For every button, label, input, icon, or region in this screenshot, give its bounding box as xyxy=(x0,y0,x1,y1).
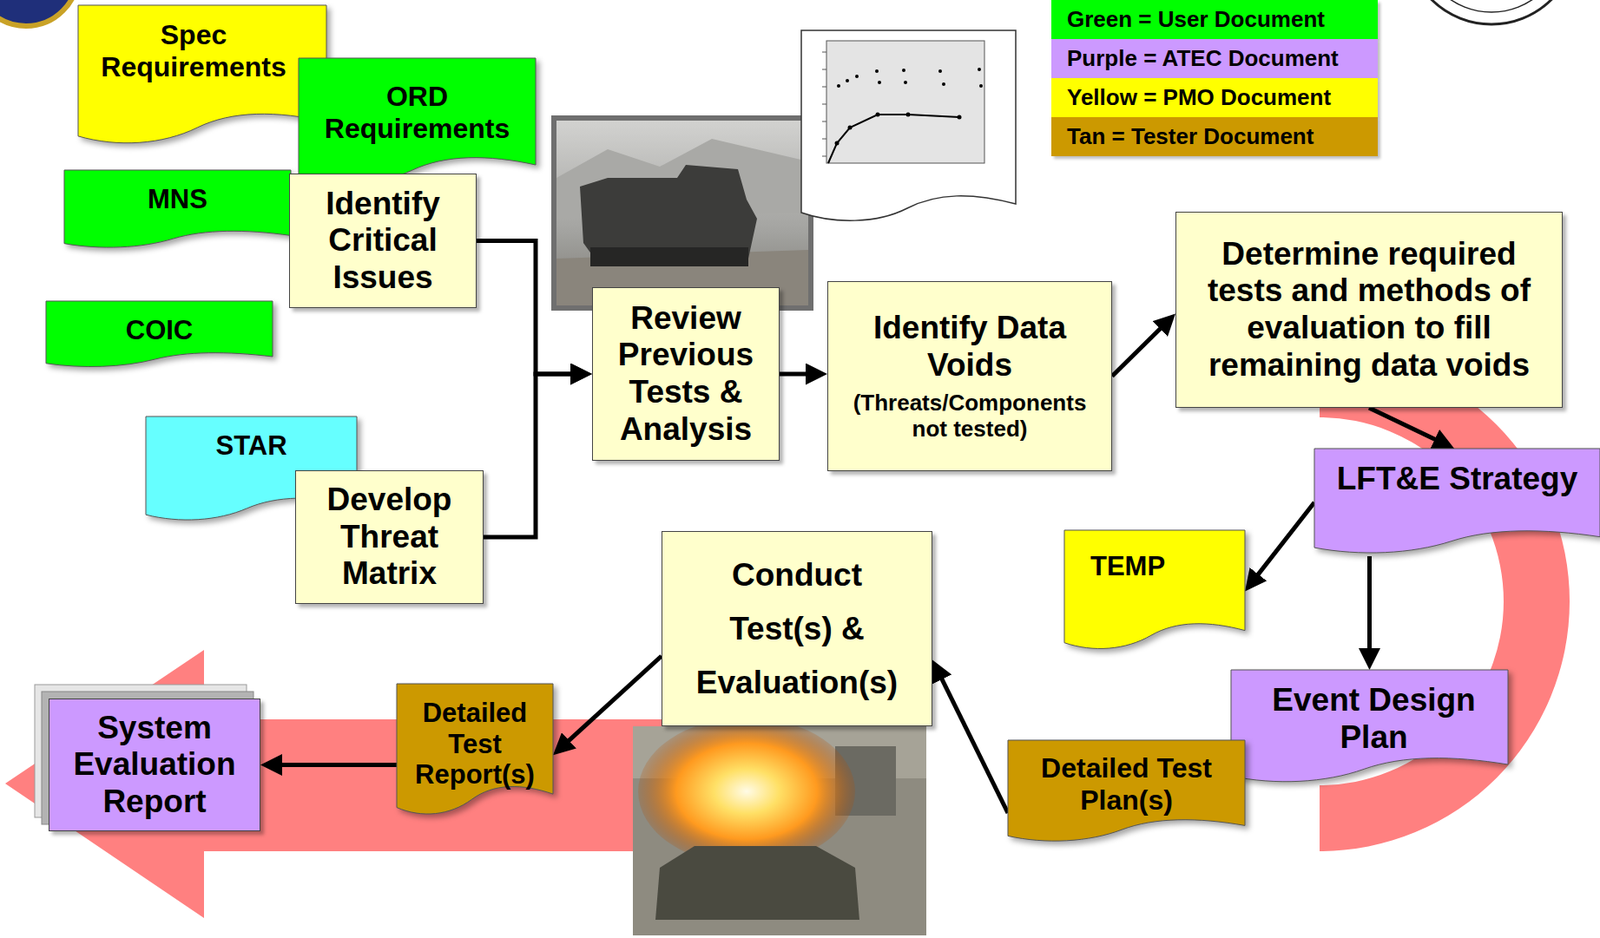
chart-ticks xyxy=(822,52,827,157)
chart-curve xyxy=(828,114,960,164)
document-fill xyxy=(46,301,273,368)
node-label: Identify Critical Issues xyxy=(296,185,470,297)
document-fill xyxy=(298,58,536,185)
legend-text: Tan = Tester Document xyxy=(1066,123,1314,151)
chart-points xyxy=(835,67,984,146)
node-label: STAR xyxy=(164,430,339,462)
document-shape: LFT&E Strategy xyxy=(1314,448,1600,557)
document-fill xyxy=(78,5,327,144)
node-label: Detailed Test Plan(s) xyxy=(1027,752,1227,817)
velocity-chart xyxy=(801,30,1016,221)
cycle-arrow xyxy=(1319,351,1570,852)
document-fill xyxy=(1231,670,1508,783)
process-box: Review Previous Tests & Analysis xyxy=(592,287,780,461)
connector-arrow xyxy=(1367,556,1372,662)
document-fill xyxy=(1314,448,1600,554)
document-fill xyxy=(1007,740,1245,842)
node-label: System Evaluation Report xyxy=(59,710,251,822)
photo-vehicle xyxy=(655,846,860,921)
document-shape: COIC xyxy=(46,301,273,369)
document-shape: Spec Requirements xyxy=(78,5,327,148)
node-label: Identify Data Voids xyxy=(848,309,1092,384)
process-box: Determine required tests and methods of … xyxy=(1175,211,1563,409)
process-box: System Evaluation Report xyxy=(48,698,261,832)
seal-ring xyxy=(1418,0,1565,13)
photo-tracks xyxy=(590,247,749,267)
legend-swatch: Green = User Document xyxy=(1051,0,1378,40)
document-shape: Detailed Test Plan(s) xyxy=(1007,740,1245,845)
process-box: Conduct Test(s) & Evaluation(s) xyxy=(661,531,933,727)
legend-text: Yellow = PMO Document xyxy=(1066,84,1331,112)
connector-arrow xyxy=(1369,408,1447,446)
connector-arrow xyxy=(779,372,819,377)
node-label: MNS xyxy=(91,184,265,216)
document-shape: MNS xyxy=(64,170,291,251)
legend-text: Purple = ATEC Document xyxy=(1066,45,1339,73)
connector-arrow xyxy=(935,667,1008,814)
node-note: (Threats/Components not tested) xyxy=(848,390,1092,443)
connector-arrow xyxy=(559,656,662,750)
document-fill xyxy=(396,684,554,815)
process-box: Identify Critical Issues xyxy=(289,173,477,309)
document-shape: Detailed Test Report(s) xyxy=(396,684,554,819)
photo-fireball xyxy=(638,717,856,866)
node-label: Review Previous Tests & Analysis xyxy=(599,300,773,448)
legend-swatch: Purple = ATEC Document xyxy=(1051,39,1378,79)
node-label: Conduct Test(s) & Evaluation(s) xyxy=(688,548,906,711)
node-label: TEMP xyxy=(1090,551,1166,583)
document-shape: Event Design Plan xyxy=(1231,670,1508,786)
seal-logo xyxy=(0,0,79,27)
connector-arrow xyxy=(1112,320,1170,377)
connector-arrow xyxy=(476,241,584,376)
node-label: Develop Threat Matrix xyxy=(302,481,477,593)
explosion-photo xyxy=(632,717,927,936)
document-fill xyxy=(64,170,291,248)
legend-swatch: Tan = Tester Document xyxy=(1051,117,1378,157)
node-label: Event Design Plan xyxy=(1261,682,1488,757)
connector-arrow xyxy=(269,763,397,768)
photo-sky xyxy=(556,120,809,306)
node-label: Determine required tests and methods of … xyxy=(1195,236,1543,384)
node-label: COIC xyxy=(72,315,247,347)
process-box: Develop Threat Matrix xyxy=(295,470,484,605)
seal-logo xyxy=(1406,0,1577,25)
chart-plot xyxy=(826,40,985,164)
document-shape: TEMP xyxy=(1064,530,1245,653)
photo-frame xyxy=(551,115,814,311)
document-shape: ORD Requirements xyxy=(298,58,536,189)
connector-arrow xyxy=(483,374,584,538)
process-box: Identify Data Voids (Threats/Components n… xyxy=(827,281,1113,472)
document-fill xyxy=(1064,530,1245,649)
document-outline xyxy=(1064,530,1245,653)
node-label: Spec Requirements xyxy=(98,19,290,84)
connector-arrow xyxy=(1250,502,1315,586)
chart-sheet xyxy=(801,30,1016,221)
node-label: LFT&E Strategy xyxy=(1327,460,1588,499)
vehicle-photo xyxy=(551,115,814,311)
legend-swatch: Yellow = PMO Document xyxy=(1051,78,1378,118)
node-label: Detailed Test Report(s) xyxy=(405,697,545,791)
legend-text: Green = User Document xyxy=(1066,6,1325,33)
node-label: ORD Requirements xyxy=(322,80,514,145)
